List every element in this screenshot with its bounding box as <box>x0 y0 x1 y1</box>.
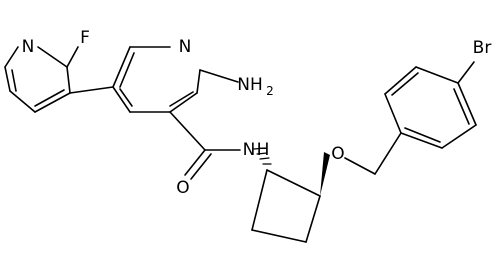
cyclopentane-ring <box>251 147 330 243</box>
carbonyl-o-label: O <box>176 178 189 198</box>
aminopyridine-ring <box>112 46 239 151</box>
ether-o-label: O <box>331 144 344 164</box>
fluorine-label: F <box>80 28 90 48</box>
amide-group <box>184 149 241 180</box>
amide-n-label: N <box>243 140 256 160</box>
fluoropyridine-ring <box>4 46 79 113</box>
pyridine-n-label: N <box>22 37 35 57</box>
bromine-label: Br <box>473 38 492 58</box>
hashed-bond <box>253 147 272 165</box>
benzyl-linker <box>344 132 402 175</box>
bromophenyl-ring <box>384 61 477 149</box>
biaryl-bond <box>69 86 114 94</box>
amine-label: NH <box>237 75 263 95</box>
amine-subscript: 2 <box>266 84 274 98</box>
amide-h-label: H <box>257 140 270 160</box>
pyridine-n-label: N <box>179 37 192 57</box>
wedge-bond <box>320 152 330 196</box>
